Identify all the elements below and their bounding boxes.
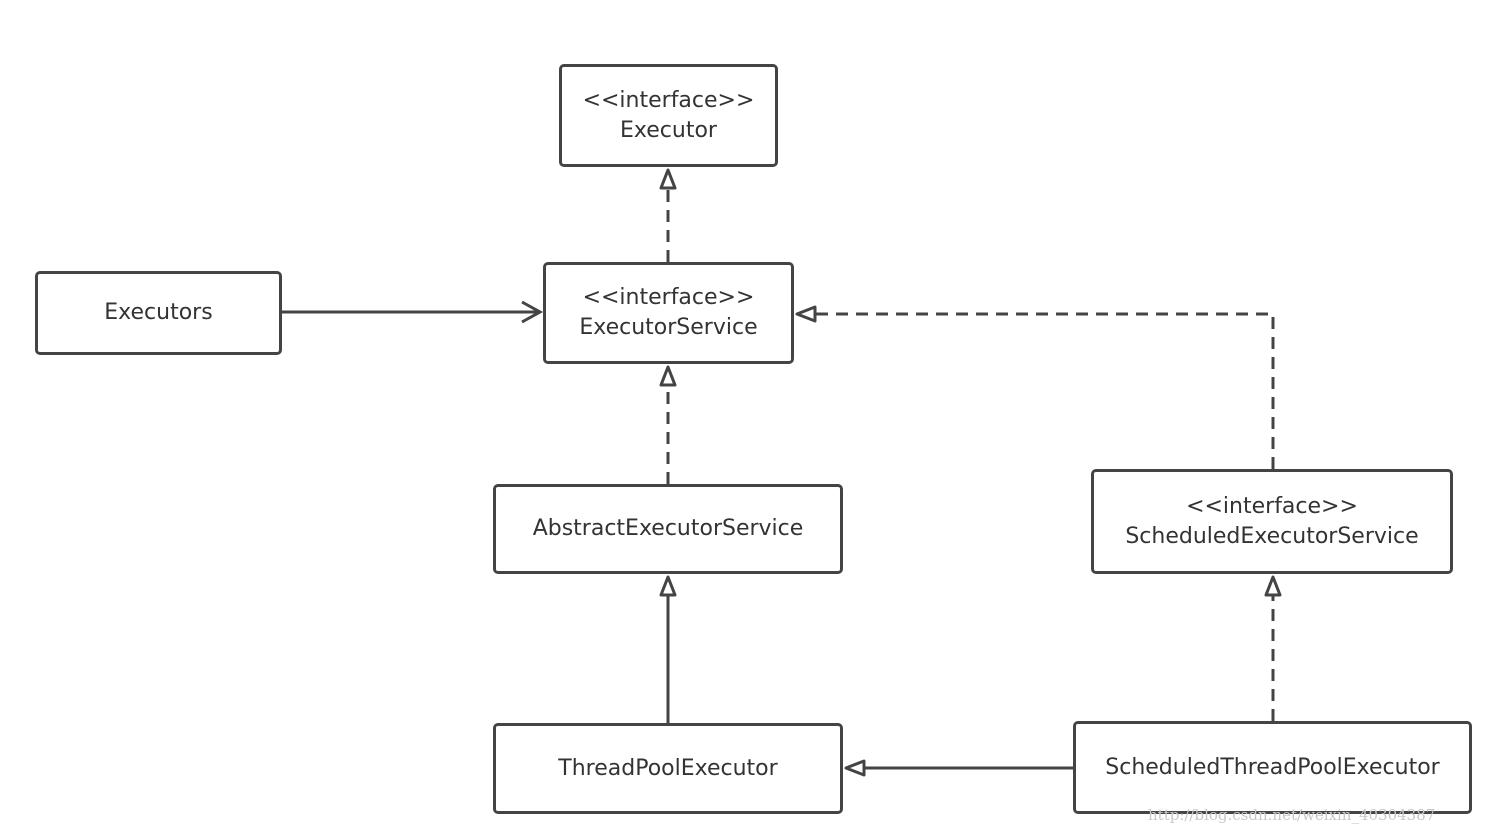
abstract-executor-service-box: AbstractExecutorService [493,484,843,574]
edge-line [815,312,1275,469]
class-name: Executors [104,300,213,325]
hollow-triangle-arrowhead [659,575,677,597]
class-name: ScheduledExecutorService [1125,523,1419,549]
scheduled-thread-pool-executor-box: ScheduledThreadPoolExecutor [1073,721,1472,814]
watermark: http://blog.csdn.net/weixin_40304387 [1148,806,1436,824]
hollow-triangle-arrowhead [844,759,866,777]
hollow-triangle-arrowhead [659,365,677,387]
stereotype-label: <<interface>> [582,87,755,113]
open-arrowhead [521,300,544,324]
class-name: AbstractExecutorService [532,516,804,541]
scheduled-executor-service-interface-box: <<interface>> ScheduledExecutorService [1091,469,1453,574]
stereotype-label: <<interface>> [1186,493,1358,519]
executor-interface-box: <<interface>> Executor [559,64,778,167]
executor-service-interface-box: <<interface>> ExecutorService [543,262,794,364]
class-name: Executor [620,117,717,143]
class-name: ScheduledThreadPoolExecutor [1105,754,1440,780]
edge-realization-abstract_executor_service-to-executor_service [659,365,677,484]
edge-realization-scheduled_executor_service-to-executor_service [795,305,1275,469]
hollow-triangle-arrowhead [659,168,677,190]
edge-generalization-thread_pool_executor-to-abstract_executor_service [659,575,677,723]
edge-realization-executor_service-to-executor [659,168,677,262]
stereotype-label: <<interface>> [582,285,755,310]
class-name: ThreadPoolExecutor [558,755,778,781]
hollow-triangle-arrowhead [795,305,817,323]
edge-realization-scheduled_thread_pool_executor-to-scheduled_executor_service [1264,575,1282,721]
executors-class-box: Executors [35,271,282,355]
thread-pool-executor-box: ThreadPoolExecutor [493,723,843,814]
edge-generalization-scheduled_thread_pool_executor-to-thread_pool_executor [844,759,1073,777]
hollow-triangle-arrowhead [1264,575,1282,597]
class-name: ExecutorService [579,315,758,340]
edge-association-executors-to-executor_service [282,300,544,324]
